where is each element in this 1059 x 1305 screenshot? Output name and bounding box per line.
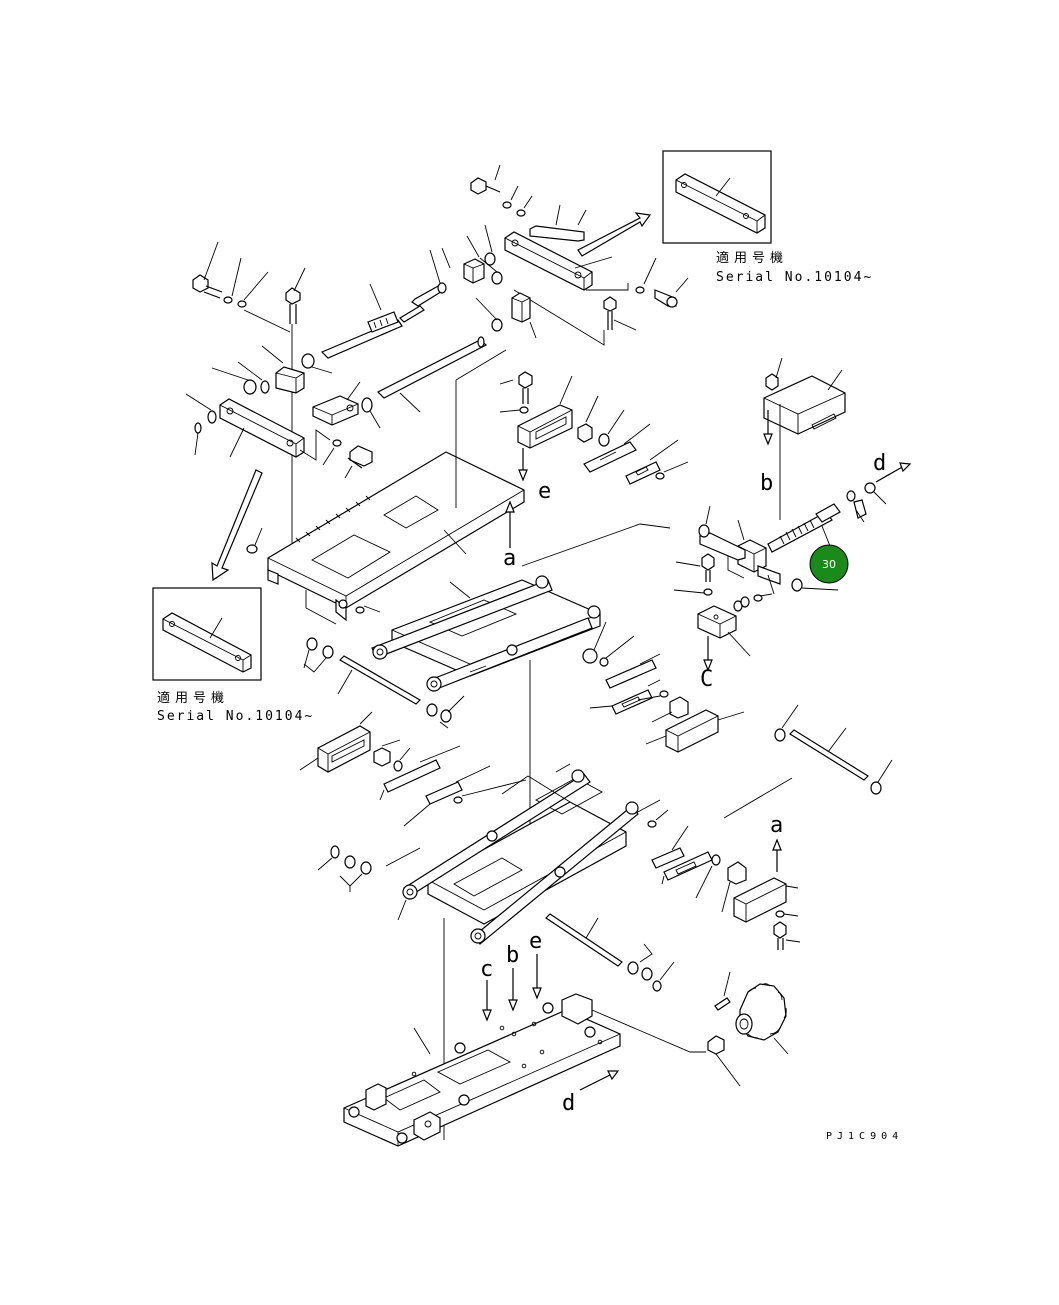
- slider-rail-upper: [499, 371, 689, 485]
- callout-a-bottom: a: [770, 813, 783, 838]
- upper-link-assembly: [185, 164, 689, 582]
- slider-rail-lower-right: [647, 809, 801, 950]
- callout-d-top: d: [873, 451, 886, 476]
- scissor-lower-frame: [317, 763, 661, 1140]
- callout-c-top: C: [700, 667, 713, 692]
- scissor-upper-frame: [371, 523, 671, 862]
- callout-e-bottom: e: [529, 929, 542, 954]
- callout-d-bottom: d: [562, 1091, 575, 1116]
- callout-b-top: b: [760, 471, 773, 496]
- inset-box-left: [152, 587, 262, 681]
- arrow-e-top: [518, 448, 528, 482]
- inset-left-label-jp: 適用号機: [157, 690, 229, 706]
- slider-rail-middle: [582, 621, 745, 753]
- callout-c-bottom: c: [480, 957, 493, 982]
- height-adjuster-assembly: [673, 357, 912, 672]
- callout-a-top: a: [503, 546, 516, 571]
- right-cross-shaft: [723, 704, 893, 819]
- drawing-code: PJ1C904: [826, 1131, 903, 1142]
- slider-rail-lower-left: [299, 711, 527, 827]
- part-number-badge-label[interactable]: 30: [822, 558, 836, 571]
- adjust-knob: [707, 971, 789, 1087]
- top-plate: [246, 349, 525, 625]
- callout-b-bottom: b: [506, 943, 519, 968]
- inset-left-label-serial: Serial No.10104~: [157, 709, 314, 724]
- part-number-badge[interactable]: [809, 544, 849, 584]
- inset-top-label-serial: Serial No.10104~: [716, 270, 873, 285]
- inset-box-top-right: [662, 150, 772, 244]
- callout-e-top: e: [538, 479, 551, 504]
- inset-top-label-jp: 適用号機: [716, 250, 788, 266]
- base-plate: [343, 954, 706, 1147]
- middle-cross-shaft: [303, 637, 465, 729]
- arrow-a-top: [505, 500, 515, 548]
- lower-cross-shaft: [545, 913, 675, 992]
